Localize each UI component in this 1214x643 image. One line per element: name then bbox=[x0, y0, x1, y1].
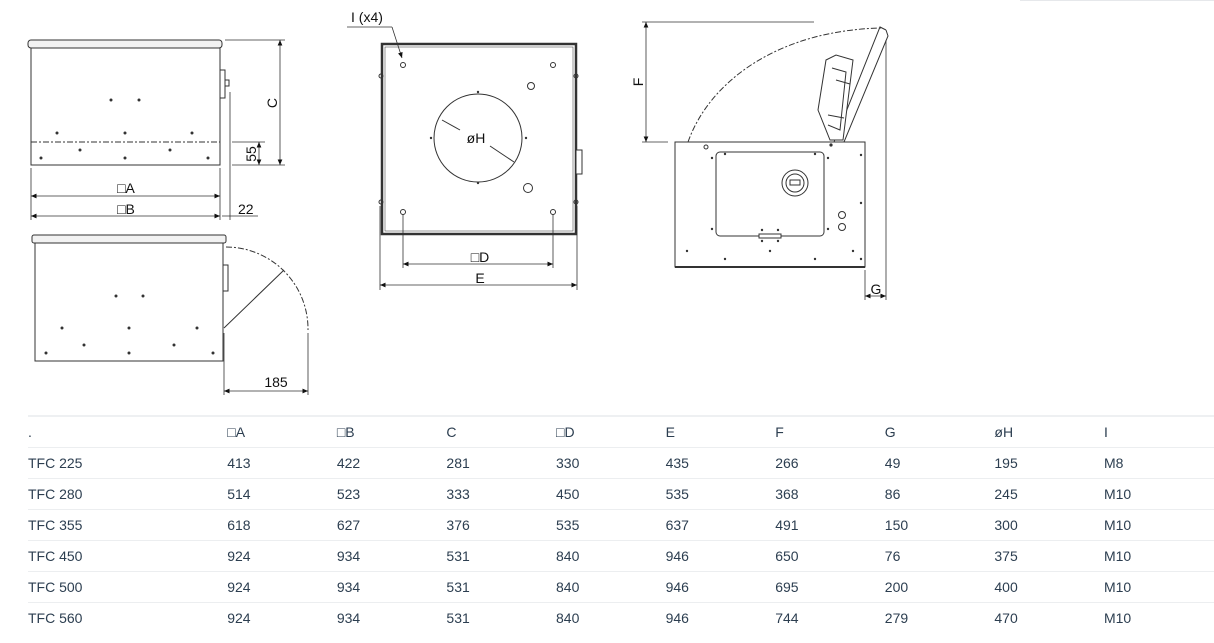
header-i: I bbox=[1103, 415, 1214, 448]
top-view-drawing bbox=[347, 26, 583, 290]
dim-label-diameter-h: øH bbox=[467, 130, 486, 146]
value-cell: 281 bbox=[446, 447, 557, 479]
value-cell: 934 bbox=[336, 571, 447, 603]
value-cell: M10 bbox=[1103, 540, 1214, 572]
dimension-drawings: C 55 □A □B 22 185 bbox=[27, 9, 889, 395]
value-cell: 924 bbox=[227, 540, 337, 572]
header-model: . bbox=[28, 415, 228, 448]
dim-label-185: 185 bbox=[264, 374, 288, 390]
dim-label-f: F bbox=[630, 78, 646, 87]
value-cell: 627 bbox=[336, 509, 447, 541]
value-cell: 531 bbox=[446, 602, 557, 633]
header-f: F bbox=[775, 415, 885, 448]
value-cell: 650 bbox=[775, 540, 885, 572]
model-cell: TFC 450 bbox=[28, 540, 228, 572]
value-cell: M10 bbox=[1103, 571, 1214, 603]
value-cell: 491 bbox=[775, 509, 885, 541]
value-cell: 695 bbox=[775, 571, 885, 603]
value-cell: 195 bbox=[994, 447, 1104, 479]
value-cell: 470 bbox=[994, 602, 1104, 633]
value-cell: 49 bbox=[884, 447, 995, 479]
value-cell: 333 bbox=[446, 478, 557, 510]
value-cell: M8 bbox=[1103, 447, 1214, 479]
value-cell: 946 bbox=[665, 540, 776, 572]
value-cell: 637 bbox=[665, 509, 776, 541]
header-a: □A bbox=[227, 415, 337, 448]
dim-label-a: □A bbox=[117, 180, 135, 196]
value-cell: 946 bbox=[665, 571, 776, 603]
value-cell: 531 bbox=[446, 540, 557, 572]
value-cell: 376 bbox=[446, 509, 557, 541]
header-d: □D bbox=[556, 415, 666, 448]
value-cell: 840 bbox=[556, 540, 666, 572]
dim-label-b: □B bbox=[117, 201, 135, 217]
value-cell: 840 bbox=[556, 571, 666, 603]
value-cell: 934 bbox=[336, 540, 447, 572]
value-cell: 535 bbox=[665, 478, 776, 510]
header-e: E bbox=[665, 415, 776, 448]
side-view-open-drawing bbox=[31, 234, 309, 395]
header-g: G bbox=[884, 415, 995, 448]
model-cell: TFC 280 bbox=[28, 478, 228, 510]
value-cell: 400 bbox=[994, 571, 1104, 603]
model-cell: TFC 355 bbox=[28, 509, 228, 541]
value-cell: 840 bbox=[556, 602, 666, 633]
value-cell: 531 bbox=[446, 571, 557, 603]
value-cell: 368 bbox=[775, 478, 885, 510]
value-cell: 150 bbox=[884, 509, 995, 541]
value-cell: 266 bbox=[775, 447, 885, 479]
dim-label-22: 22 bbox=[238, 201, 254, 217]
value-cell: M10 bbox=[1103, 602, 1214, 633]
value-cell: 435 bbox=[665, 447, 776, 479]
model-cell: TFC 225 bbox=[28, 447, 228, 479]
table-header-row: . □A □B C □D E F G øH I bbox=[28, 415, 1214, 448]
dim-label-g: G bbox=[871, 281, 882, 297]
value-cell: 413 bbox=[227, 447, 337, 479]
dim-label-55: 55 bbox=[243, 146, 259, 162]
dim-label-d: □D bbox=[471, 249, 490, 265]
header-h: øH bbox=[994, 415, 1104, 448]
value-cell: 946 bbox=[665, 602, 776, 633]
value-cell: 245 bbox=[994, 478, 1104, 510]
value-cell: 924 bbox=[227, 571, 337, 603]
model-cell: TFC 500 bbox=[28, 571, 228, 603]
value-cell: 200 bbox=[884, 571, 995, 603]
value-cell: 934 bbox=[336, 602, 447, 633]
value-cell: 450 bbox=[556, 478, 666, 510]
value-cell: 76 bbox=[884, 540, 995, 572]
value-cell: 330 bbox=[556, 447, 666, 479]
value-cell: 300 bbox=[994, 509, 1104, 541]
value-cell: 618 bbox=[227, 509, 337, 541]
value-cell: 535 bbox=[556, 509, 666, 541]
header-b: □B bbox=[336, 415, 447, 448]
value-cell: 375 bbox=[994, 540, 1104, 572]
side-view-drawing bbox=[27, 39, 285, 220]
header-c: C bbox=[446, 415, 557, 448]
value-cell: 744 bbox=[775, 602, 885, 633]
value-cell: 523 bbox=[336, 478, 447, 510]
dim-label-bolt-holes: I (x4) bbox=[351, 9, 383, 25]
value-cell: M10 bbox=[1103, 509, 1214, 541]
value-cell: 86 bbox=[884, 478, 995, 510]
hinged-view-drawing bbox=[642, 21, 889, 300]
dim-label-c: C bbox=[264, 98, 280, 108]
value-cell: 924 bbox=[227, 602, 337, 633]
top-divider bbox=[1020, 0, 1214, 1]
value-cell: 514 bbox=[227, 478, 337, 510]
model-cell: TFC 560 bbox=[28, 602, 228, 633]
value-cell: M10 bbox=[1103, 478, 1214, 510]
dim-label-e: E bbox=[475, 270, 484, 286]
value-cell: 422 bbox=[336, 447, 447, 479]
value-cell: 279 bbox=[884, 602, 995, 633]
